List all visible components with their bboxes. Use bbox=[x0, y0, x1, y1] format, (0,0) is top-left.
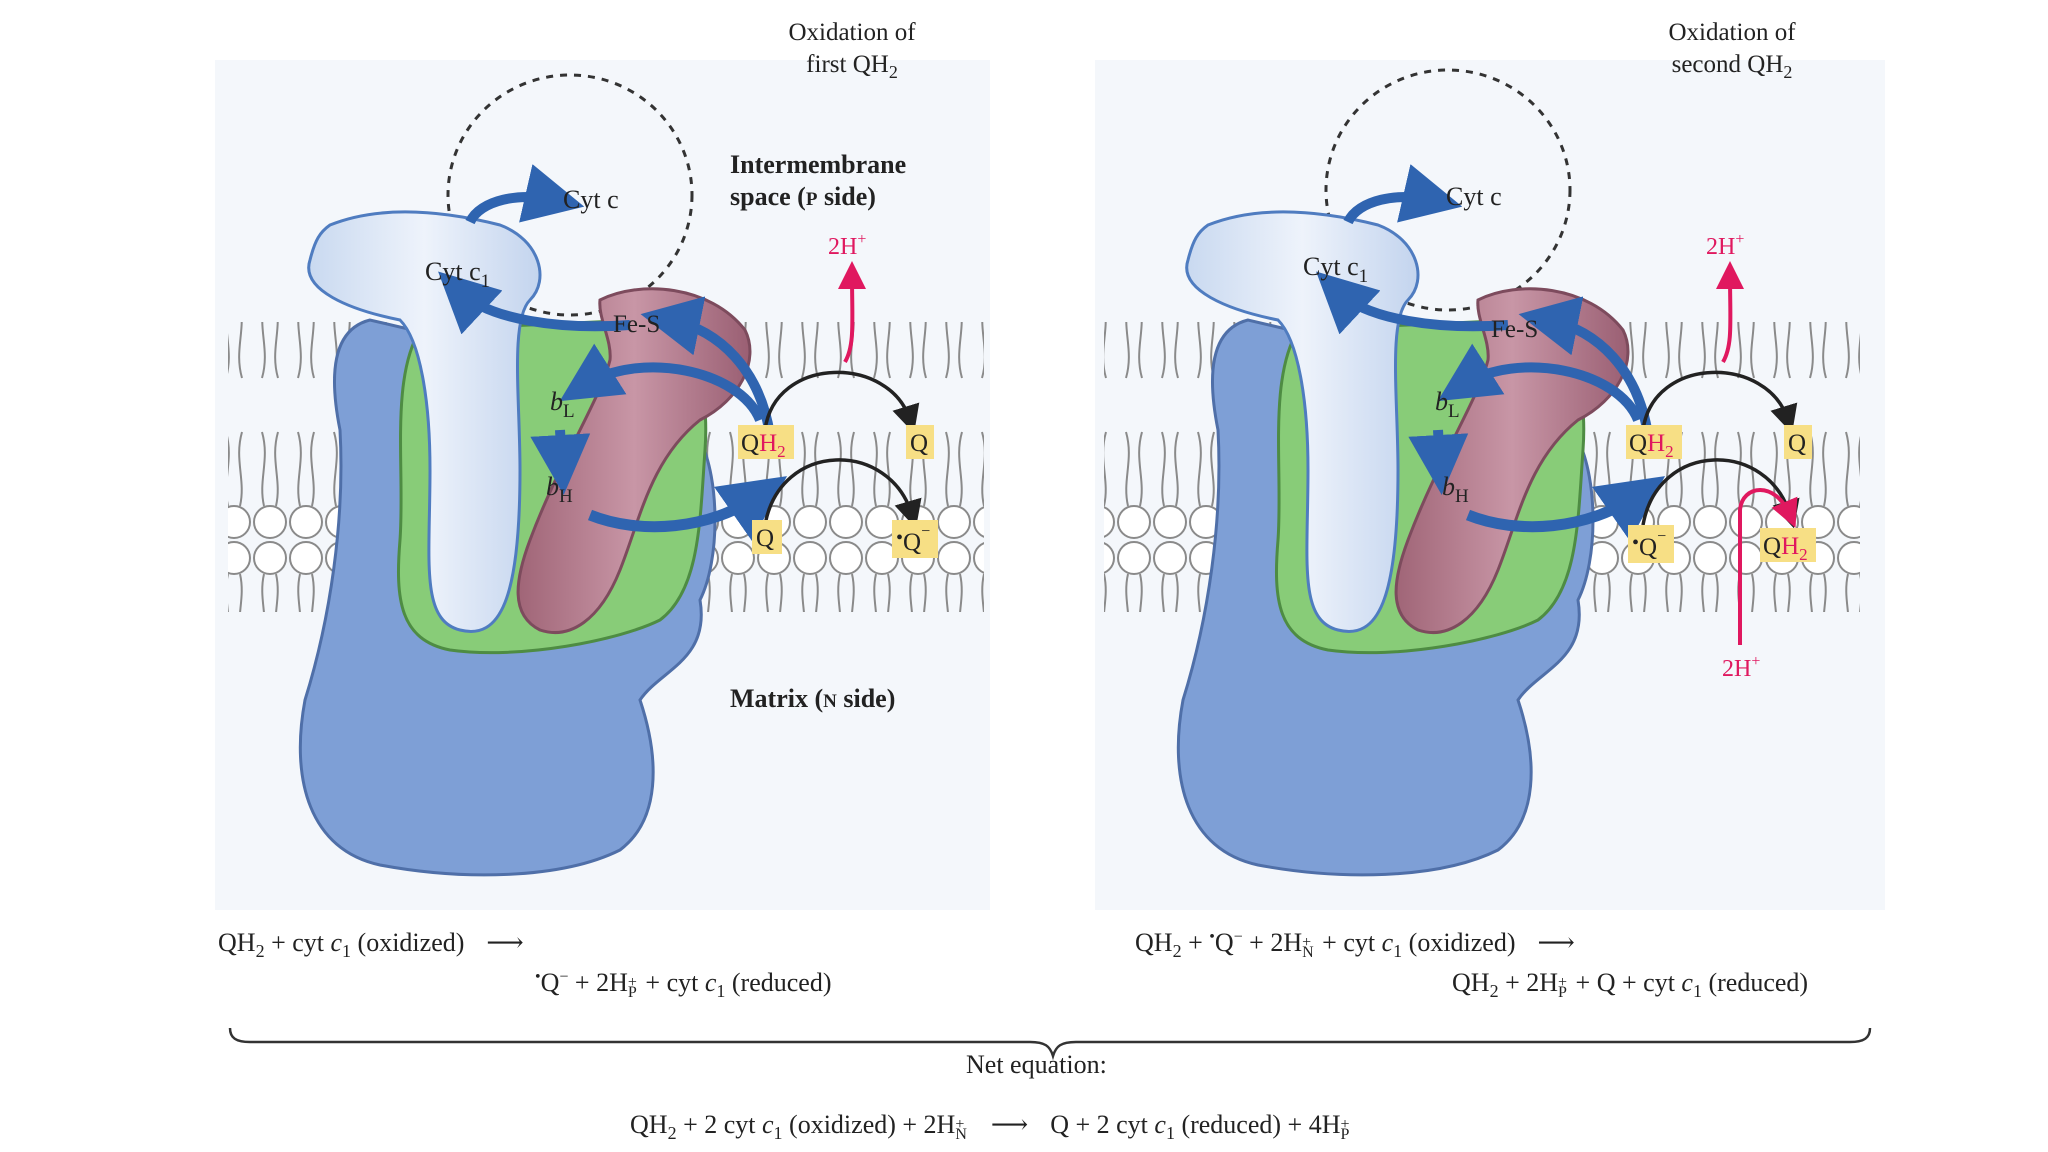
left-q-top-label: Q bbox=[910, 430, 928, 457]
right-fes-label: Fe-S bbox=[1491, 316, 1538, 343]
right-proton-release-label: 2H+ bbox=[1706, 231, 1744, 260]
reaction-arrow: ⟶ bbox=[990, 1110, 1029, 1139]
equation-2-line-2: QH2 + 2H+P + Q + cyt c1 (reduced) bbox=[1452, 968, 1809, 1002]
reaction-arrow: ⟶ bbox=[486, 928, 524, 957]
right-qh2-box bbox=[1626, 425, 1682, 459]
left-panel-title-line2: first QH2 bbox=[806, 51, 898, 82]
left-panel-title: Oxidation of bbox=[788, 19, 916, 46]
left-q-bottom-label: Q bbox=[756, 525, 774, 552]
left-arrow-qh2-to-bl bbox=[559, 343, 765, 423]
right-qh2-product-box bbox=[1760, 528, 1816, 562]
intermembrane-label-line2: space (P side) bbox=[730, 182, 876, 211]
left-cyt-c1-label: Cyt c1 bbox=[425, 257, 490, 292]
left-proton-release-label: 2H+ bbox=[828, 231, 866, 260]
right-cyt-c-site bbox=[1324, 68, 1572, 312]
right-arrow-proton-uptake bbox=[1738, 488, 1798, 645]
right-arrow-qh2-to-q bbox=[1641, 370, 1798, 434]
left-arrow-bl-to-bh bbox=[530, 429, 591, 495]
right-arrow-bl-to-bh bbox=[1408, 429, 1469, 495]
matrix-label: Matrix (N side) bbox=[730, 684, 895, 713]
right-arrow-cyt-c1-to-cyt-c bbox=[1343, 164, 1463, 225]
right-qh2-label: QH2 bbox=[1629, 430, 1674, 461]
equation-1-line-1: QH2 + cyt c1 (oxidized)⟶ bbox=[218, 928, 524, 962]
right-arrow-bh-to-semiquinone bbox=[1465, 476, 1666, 541]
left-bl-label: bL bbox=[550, 387, 575, 422]
left-panel: Oxidation of first QH2 Cyt c Cyt c1 Fe-S… bbox=[228, 19, 984, 877]
right-q-top-label: Q bbox=[1788, 430, 1806, 457]
right-bh-label: bH bbox=[1442, 472, 1469, 507]
right-panel-title: Oxidation of bbox=[1668, 19, 1796, 46]
equation-2-line-1: QH2 + •Q− + 2H+N + cyt c1 (oxidized)⟶ bbox=[1135, 928, 1575, 962]
right-cyt-c1-label: Cyt c1 bbox=[1303, 252, 1368, 287]
left-cyt-c-label: Cyt c bbox=[563, 185, 619, 214]
left-fes-label: Fe-S bbox=[613, 311, 660, 338]
left-qh2-label: QH2 bbox=[741, 430, 786, 461]
right-proton-uptake-label: 2H+ bbox=[1722, 653, 1760, 682]
net-equation-brace bbox=[228, 1027, 1872, 1061]
left-arrow-bh-to-q bbox=[587, 476, 788, 541]
right-qh2-product-label: QH2 bbox=[1763, 533, 1808, 564]
left-bh-label: bH bbox=[546, 472, 573, 507]
right-cyt-c-label: Cyt c bbox=[1446, 182, 1502, 211]
left-qh2-box bbox=[738, 425, 794, 459]
left-arrow-proton-release bbox=[838, 261, 867, 364]
right-arrow-proton-release bbox=[1716, 261, 1745, 364]
intermembrane-label: Intermembrane bbox=[730, 150, 906, 179]
left-semiquinone-box bbox=[892, 520, 938, 558]
equation-1-line-2: •Q− + 2H+P + cyt c1 (reduced) bbox=[535, 968, 832, 1002]
left-arrow-qh2-to-fes bbox=[640, 296, 775, 436]
right-panel-title-line2: second QH2 bbox=[1672, 51, 1793, 82]
right-arrow-semiquinone-to-qh2 bbox=[1641, 458, 1800, 529]
left-semiquinone-label: •Q− bbox=[896, 523, 930, 556]
right-semiquinone-label: •Q− bbox=[1632, 528, 1666, 561]
right-semiquinone-box bbox=[1628, 525, 1674, 563]
right-bl-label: bL bbox=[1435, 387, 1460, 422]
left-arrow-q-to-semiquinone bbox=[763, 458, 922, 529]
left-arrow-qh2-to-q bbox=[763, 370, 920, 434]
left-cyt-c-site bbox=[446, 73, 694, 317]
right-arrow-qh2-to-bl bbox=[1437, 343, 1643, 423]
left-arrow-cyt-c1-to-cyt-c bbox=[465, 164, 585, 225]
right-panel: Oxidation of second QH2 Cyt c Cyt c1 Fe-… bbox=[1104, 19, 1860, 877]
net-equation: QH2 + 2 cyt c1 (oxidized) + 2H+N⟶Q + 2 c… bbox=[630, 1110, 1350, 1144]
right-arrow-qh2-to-fes bbox=[1518, 296, 1653, 436]
reaction-arrow: ⟶ bbox=[1537, 928, 1575, 957]
left-q-top-box bbox=[906, 425, 934, 459]
right-arrow-fes-to-cyt-c1 bbox=[1316, 271, 1509, 335]
left-q-bottom-box bbox=[752, 520, 782, 554]
net-equation-label: Net equation: bbox=[966, 1050, 1107, 1079]
left-arrow-fes-to-cyt-c1 bbox=[438, 271, 631, 335]
right-q-top-box bbox=[1784, 425, 1812, 459]
